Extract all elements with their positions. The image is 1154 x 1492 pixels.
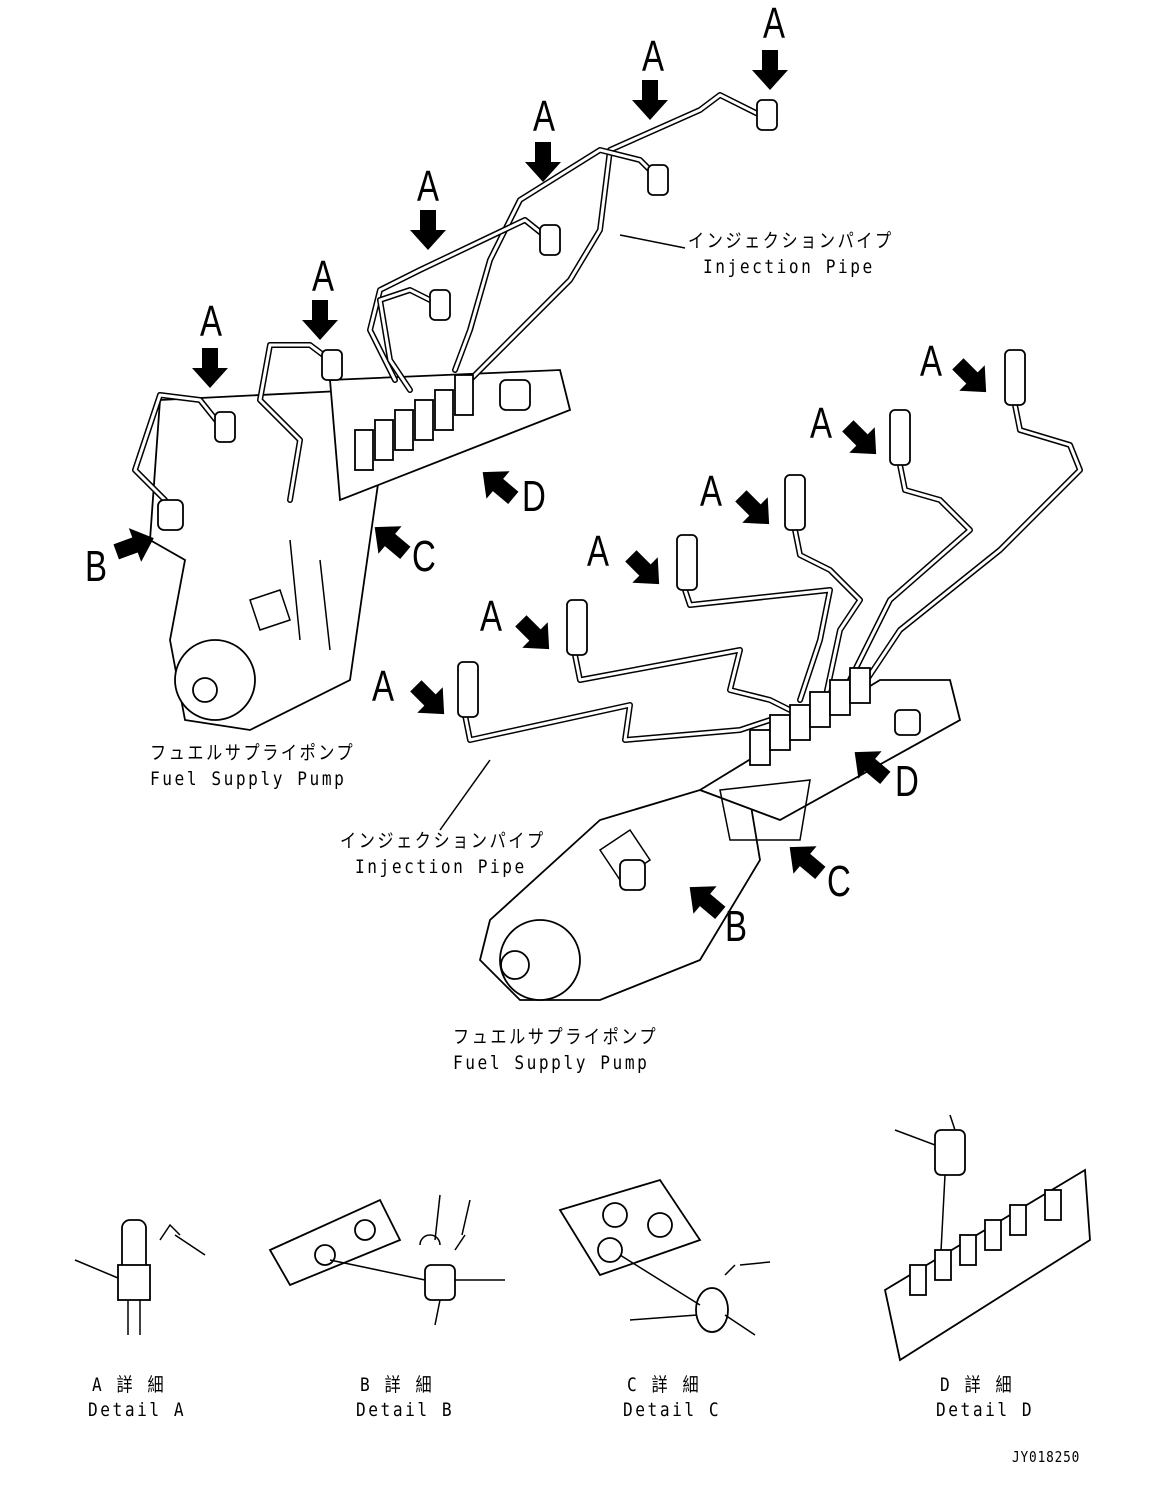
callout-b: B (725, 902, 748, 951)
callout-a: A (810, 399, 833, 448)
callout-c: C (827, 857, 851, 906)
callout-b: B (85, 542, 108, 591)
detail-a-drawing (74, 1219, 206, 1335)
callout-a: A (587, 527, 610, 576)
upper-pipe-leader (619, 234, 686, 249)
upper-pump-label-jp: フュエルサプライポンプ (150, 742, 356, 764)
upper-pump-label-en: Fuel Supply Pump (150, 768, 347, 790)
lower-pump (479, 679, 962, 1001)
callout-a: A (312, 252, 335, 301)
detail-a-caption-en: Detail A (88, 1399, 187, 1421)
lower-pump-label-jp: フュエルサプライポンプ (453, 1026, 659, 1048)
lower-nozzle-connectors (457, 349, 1026, 891)
callout-a: A (763, 0, 786, 48)
lower-injection-pipe-label-jp: インジェクションパイプ (340, 830, 546, 852)
upper-pump (149, 369, 572, 731)
lower-injection-pipes (462, 402, 1083, 743)
upper-injection-pipes (132, 92, 773, 503)
callout-a: A (480, 592, 503, 641)
detail-a-caption-jp: A 詳 細 (92, 1374, 167, 1396)
upper-nozzle-connectors (157, 99, 778, 531)
callout-a: A (642, 32, 665, 81)
lower-pipe-leader (439, 759, 491, 831)
detail-c-caption-jp: C 詳 細 (627, 1374, 702, 1396)
callout-d: D (522, 472, 546, 521)
callout-a: A (200, 297, 223, 346)
detail-d-drawing (883, 1114, 1091, 1362)
detail-b-drawing (268, 1194, 505, 1326)
callout-a: A (372, 662, 395, 711)
callout-c: C (412, 532, 436, 581)
detail-c-drawing (558, 1178, 771, 1336)
detail-c-caption-en: Detail C (623, 1399, 722, 1421)
detail-d-caption-en: Detail D (936, 1399, 1035, 1421)
detail-b-caption-jp: B 詳 細 (360, 1374, 435, 1396)
callout-a: A (533, 92, 556, 141)
upper-injection-pipe-label-en: Injection Pipe (703, 256, 875, 278)
detail-d-caption-jp: D 詳 細 (940, 1374, 1015, 1396)
callout-a: A (700, 467, 723, 516)
detail-b-caption-en: Detail B (356, 1399, 455, 1421)
lower-pump-label-en: Fuel Supply Pump (453, 1052, 650, 1074)
callout-a: A (920, 337, 943, 386)
drawing-number: JY018250 (1012, 1448, 1081, 1466)
callout-a: A (417, 162, 440, 211)
lower-injection-pipe-label-en: Injection Pipe (355, 856, 527, 878)
upper-injection-pipe-label-jp: インジェクションパイプ (688, 230, 894, 252)
callout-d: D (895, 757, 919, 806)
